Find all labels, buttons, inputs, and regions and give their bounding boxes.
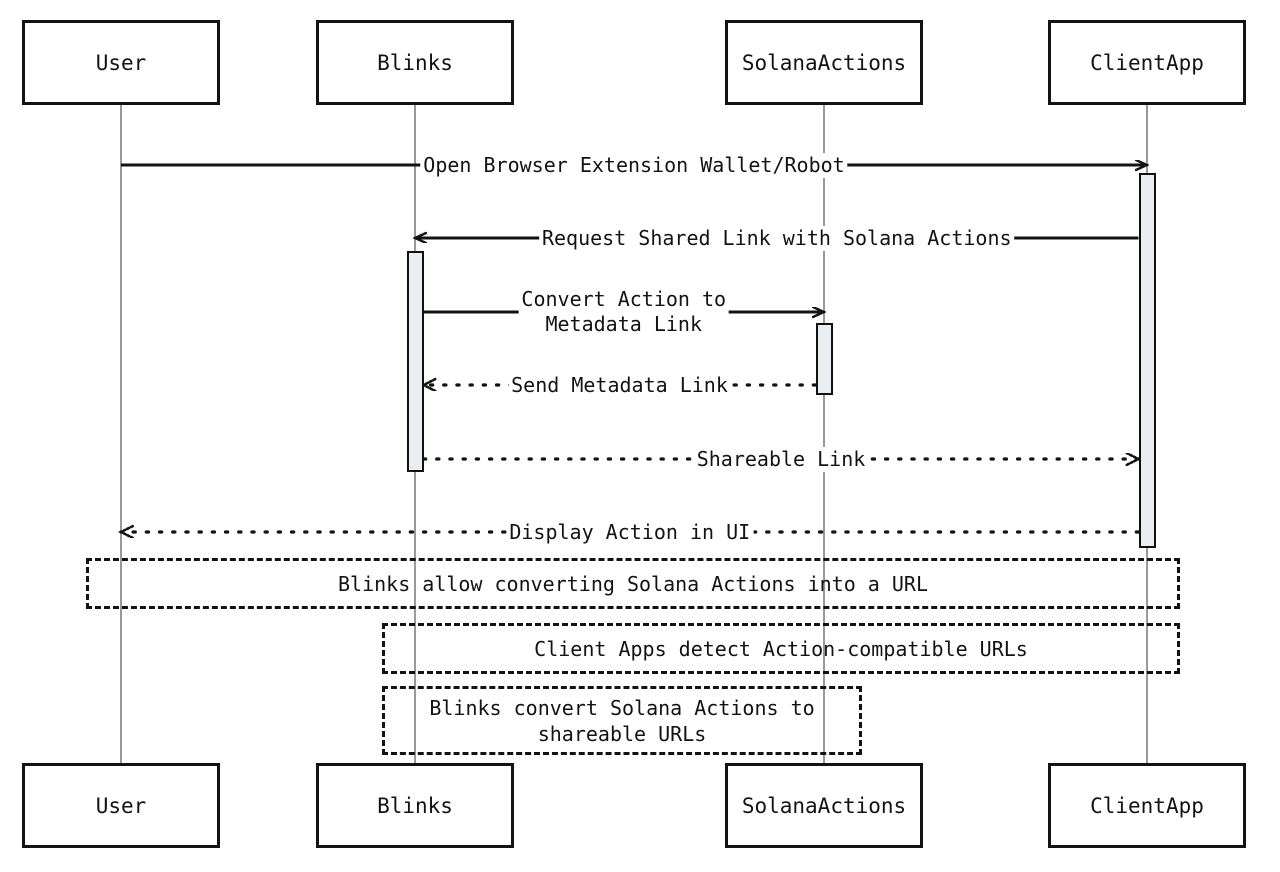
participant-label-clientapp: ClientApp xyxy=(1090,50,1204,75)
note-blinks-allow-converting-text: Blinks allow converting Solana Actions i… xyxy=(337,571,928,596)
participant-label-solanaactions: SolanaActions xyxy=(741,50,907,75)
participant-box-clientapp-bottom[interactable]: ClientApp xyxy=(1048,763,1246,848)
note-client-apps-detect-text: Client Apps detect Action-compatible URL… xyxy=(534,636,1028,661)
participant-box-user-bottom[interactable]: User xyxy=(22,763,220,848)
participant-label-clientapp-bottom: ClientApp xyxy=(1090,793,1204,818)
activation-solanaactions xyxy=(815,323,833,395)
participant-label-blinks-bottom: Blinks xyxy=(377,793,453,818)
participant-box-clientapp[interactable]: ClientApp xyxy=(1048,20,1246,105)
messages-layer xyxy=(121,165,1147,532)
participant-label-user: User xyxy=(95,50,147,75)
participant-box-solanaactions[interactable]: SolanaActions xyxy=(725,20,923,105)
participant-box-user[interactable]: User xyxy=(22,20,220,105)
activation-clientapp xyxy=(1138,173,1156,548)
participant-label-user-bottom: User xyxy=(95,793,147,818)
note-blinks-convert-shareable: Blinks convert Solana Actions to shareab… xyxy=(382,686,862,755)
note-client-apps-detect: Client Apps detect Action-compatible URL… xyxy=(382,623,1180,674)
note-blinks-allow-converting: Blinks allow converting Solana Actions i… xyxy=(86,558,1180,609)
participant-label-blinks: Blinks xyxy=(377,50,453,75)
activation-blinks xyxy=(406,251,424,472)
participant-box-solanaactions-bottom[interactable]: SolanaActions xyxy=(725,763,923,848)
participant-box-blinks-bottom[interactable]: Blinks xyxy=(316,763,514,848)
note-blinks-convert-shareable-text: Blinks convert Solana Actions to shareab… xyxy=(429,695,815,746)
participant-box-blinks[interactable]: Blinks xyxy=(316,20,514,105)
participant-label-solanaactions-bottom: SolanaActions xyxy=(741,793,907,818)
